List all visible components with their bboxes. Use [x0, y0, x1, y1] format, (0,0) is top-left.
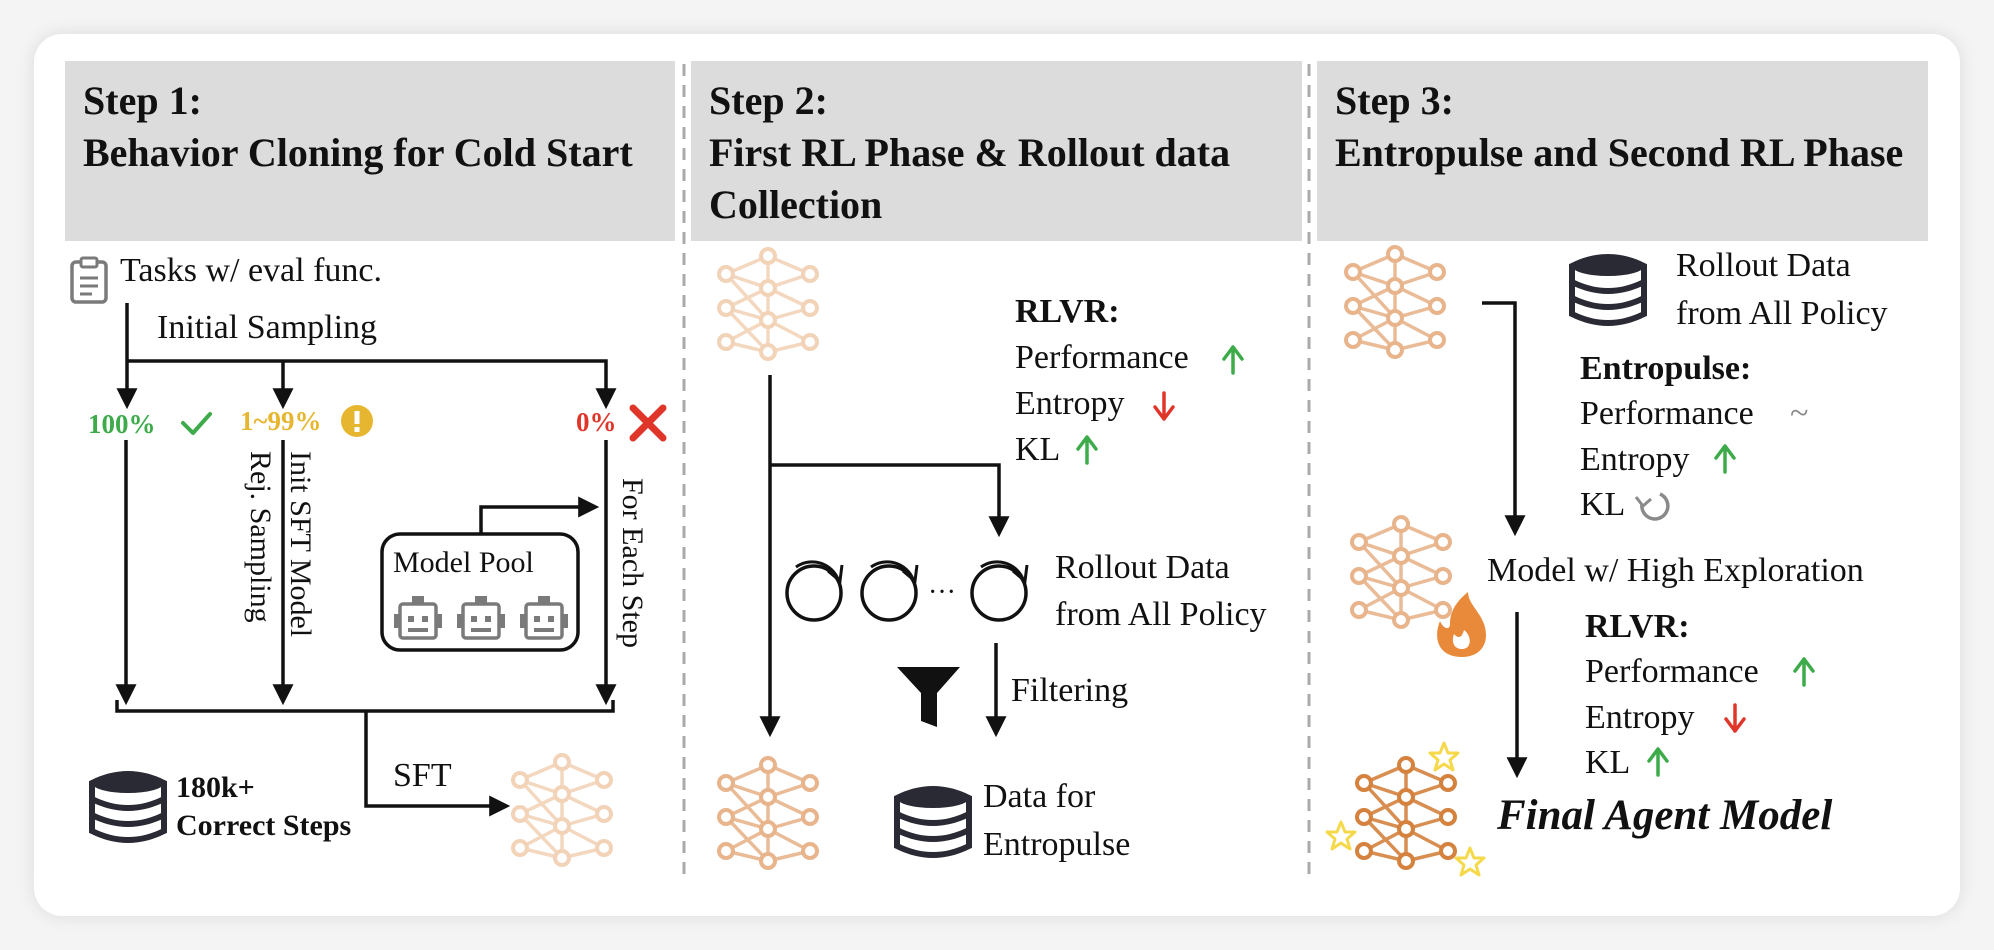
uparrow-performance	[1793, 657, 1815, 687]
step3-header: Step 3: Entropulse and Second RL Phase	[1317, 61, 1928, 241]
performance-label: Performance	[1015, 339, 1189, 376]
uparrow-kl	[1647, 747, 1669, 777]
rlvr-label: RLVR:	[1015, 293, 1120, 330]
entropy-label: Entropy	[1015, 385, 1125, 422]
init-sft-model-label: Init SFT Model	[284, 451, 317, 638]
pct-0-label: 0%	[576, 407, 617, 437]
cycle-icon	[1634, 492, 1670, 521]
uparrow-kl	[1076, 435, 1098, 465]
performance-unchanged-symbol: ~	[1790, 395, 1809, 432]
for-each-step-label: For Each Step	[616, 478, 649, 648]
final-agent-model-label: Final Agent Model	[1497, 792, 1833, 839]
performance-label: Performance	[1580, 395, 1754, 432]
rlvr-label: RLVR:	[1585, 608, 1690, 645]
data-for-label: Data for	[983, 778, 1096, 815]
initial-sampling-label: Initial Sampling	[157, 309, 378, 346]
database-icon	[1572, 256, 1644, 323]
check-icon	[181, 412, 212, 435]
database-icon	[92, 773, 164, 840]
downarrow-entropy	[1724, 703, 1746, 733]
filtering-label: Filtering	[1011, 672, 1129, 709]
model-pool-box	[380, 532, 580, 652]
database-icon	[897, 788, 969, 855]
kl-label: KL	[1580, 486, 1626, 523]
kl-label: KL	[1015, 431, 1061, 468]
neural-network-icon	[717, 247, 819, 361]
rollout-data-label: Rollout Data	[1055, 549, 1230, 586]
entropy-label: Entropy	[1580, 441, 1690, 478]
rollout-cycle-icon	[785, 560, 1029, 622]
ellipsis-label: ···	[928, 577, 956, 608]
step3-flow-arrows	[1482, 301, 1528, 779]
sft-label: SFT	[393, 757, 452, 794]
performance-label: Performance	[1585, 653, 1759, 690]
step1-flow-arrows	[115, 303, 617, 817]
neural-network-icon	[1344, 245, 1446, 359]
step2-header: Step 2: First RL Phase & Rollout data Co…	[691, 61, 1302, 241]
data-for-label-2: Entropulse	[983, 826, 1131, 863]
pct-mid-label: 1~99%	[240, 406, 322, 436]
uparrow-performance	[1222, 345, 1244, 375]
neural-network-icon	[511, 753, 613, 867]
steps-label: Correct Steps	[176, 809, 352, 842]
neural-network-icon	[1355, 756, 1457, 870]
entropulse-label: Entropulse:	[1580, 350, 1752, 387]
cross-icon	[629, 404, 667, 442]
pct-100-label: 100%	[88, 409, 156, 439]
rollout-data-label: Rollout Data	[1676, 247, 1851, 284]
model-pool-label: Model Pool	[393, 546, 534, 579]
funnel-icon	[897, 667, 960, 727]
steps-count-label: 180k+	[176, 771, 255, 804]
kl-label: KL	[1585, 744, 1631, 781]
robot-icon	[392, 594, 570, 640]
rollout-data-label-2: from All Policy	[1676, 295, 1888, 332]
step1-header: Step 1: Behavior Cloning for Cold Start	[65, 61, 675, 241]
clipboard-icon	[70, 256, 108, 304]
rollout-data-label-2: from All Policy	[1055, 596, 1267, 633]
fire-icon	[1437, 592, 1486, 657]
step2-flow-arrows	[759, 375, 1010, 738]
neural-network-icon	[717, 756, 819, 870]
tasks-label: Tasks w/ eval func.	[120, 252, 382, 289]
warning-icon	[341, 405, 373, 437]
uparrow-entropy	[1714, 444, 1736, 474]
rej-sampling-label: Rej. Sampling	[244, 451, 277, 623]
downarrow-entropy	[1153, 391, 1175, 421]
entropy-label: Entropy	[1585, 699, 1695, 736]
model-high-exploration-label: Model w/ High Exploration	[1487, 552, 1864, 589]
neural-network-icon	[1350, 515, 1452, 629]
